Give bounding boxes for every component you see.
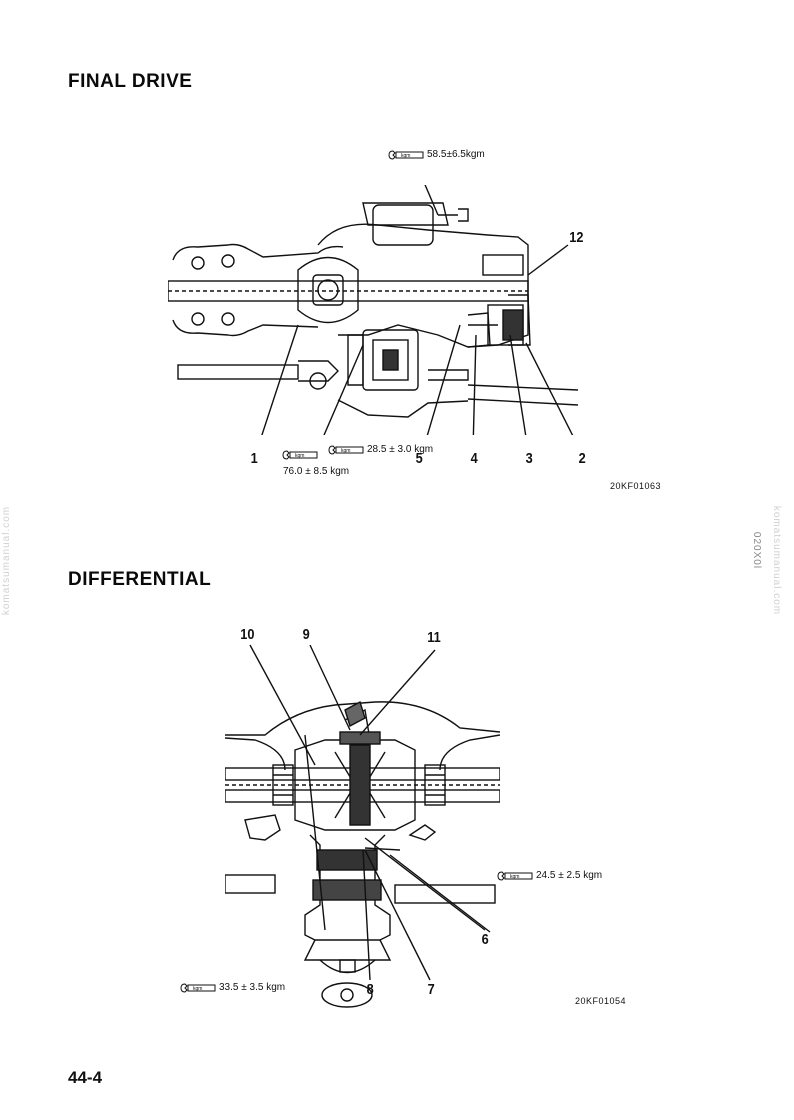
torque-spec-low-icon: kgm — [282, 450, 318, 460]
final-drive-title: FINAL DRIVE — [68, 71, 193, 92]
torque-wrench-icon: kgm — [497, 870, 533, 881]
figure-code-final-drive: 20KF01063 — [610, 481, 662, 491]
callout-5: 5 — [415, 450, 423, 467]
torque-spec-top: kgm 58.5±6.5kgm — [388, 149, 485, 160]
differential-diagram — [225, 644, 500, 1008]
callout-11: 11 — [427, 629, 441, 646]
torque-value-bottom: 33.5 ± 3.5 kgm — [219, 982, 286, 993]
torque-wrench-icon: kgm — [388, 149, 424, 160]
watermark-left: komatsumanual.com — [1, 505, 13, 616]
callout-12: 12 — [569, 229, 584, 246]
torque-wrench-icon: kgm — [180, 982, 216, 993]
svg-text:kgm: kgm — [401, 153, 410, 159]
callout-9: 9 — [302, 626, 310, 643]
torque-spec-right: kgm 24.5 ± 2.5 kgm — [497, 870, 602, 881]
final-drive-diagram — [168, 185, 579, 435]
watermark-right: komatsumanual.com — [771, 505, 783, 616]
callout-2: 2 — [578, 450, 586, 467]
torque-value-top: 58.5±6.5kgm — [427, 149, 485, 160]
torque-value-mid: 28.5 ± 3.0 kgm — [367, 444, 434, 455]
torque-spec-mid: kgm 28.5 ± 3.0 kgm — [328, 444, 433, 455]
differential-title: DIFFERENTIAL — [68, 569, 212, 590]
svg-text:kgm: kgm — [510, 874, 519, 880]
callout-8: 8 — [366, 981, 374, 998]
torque-spec-bottom: kgm 33.5 ± 3.5 kgm — [180, 982, 285, 993]
page-number: 44-4 — [68, 1068, 103, 1087]
callout-1: 1 — [250, 450, 258, 467]
svg-text:kgm: kgm — [341, 448, 350, 454]
callout-6: 6 — [481, 931, 489, 948]
torque-wrench-icon: kgm — [328, 444, 364, 455]
callout-4: 4 — [470, 450, 478, 467]
svg-text:kgm: kgm — [193, 986, 202, 992]
torque-value-low: 76.0 ± 8.5 kgm — [283, 466, 350, 477]
callout-10: 10 — [240, 626, 255, 643]
callout-7: 7 — [427, 981, 435, 998]
callout-3: 3 — [525, 450, 533, 467]
figure-code-differential: 20KF01054 — [575, 996, 627, 1006]
torque-value-right: 24.5 ± 2.5 kgm — [536, 870, 603, 881]
watermark-right-code: 020X0l — [751, 531, 763, 570]
svg-text:kgm: kgm — [295, 453, 304, 459]
torque-wrench-icon: kgm — [282, 450, 318, 460]
